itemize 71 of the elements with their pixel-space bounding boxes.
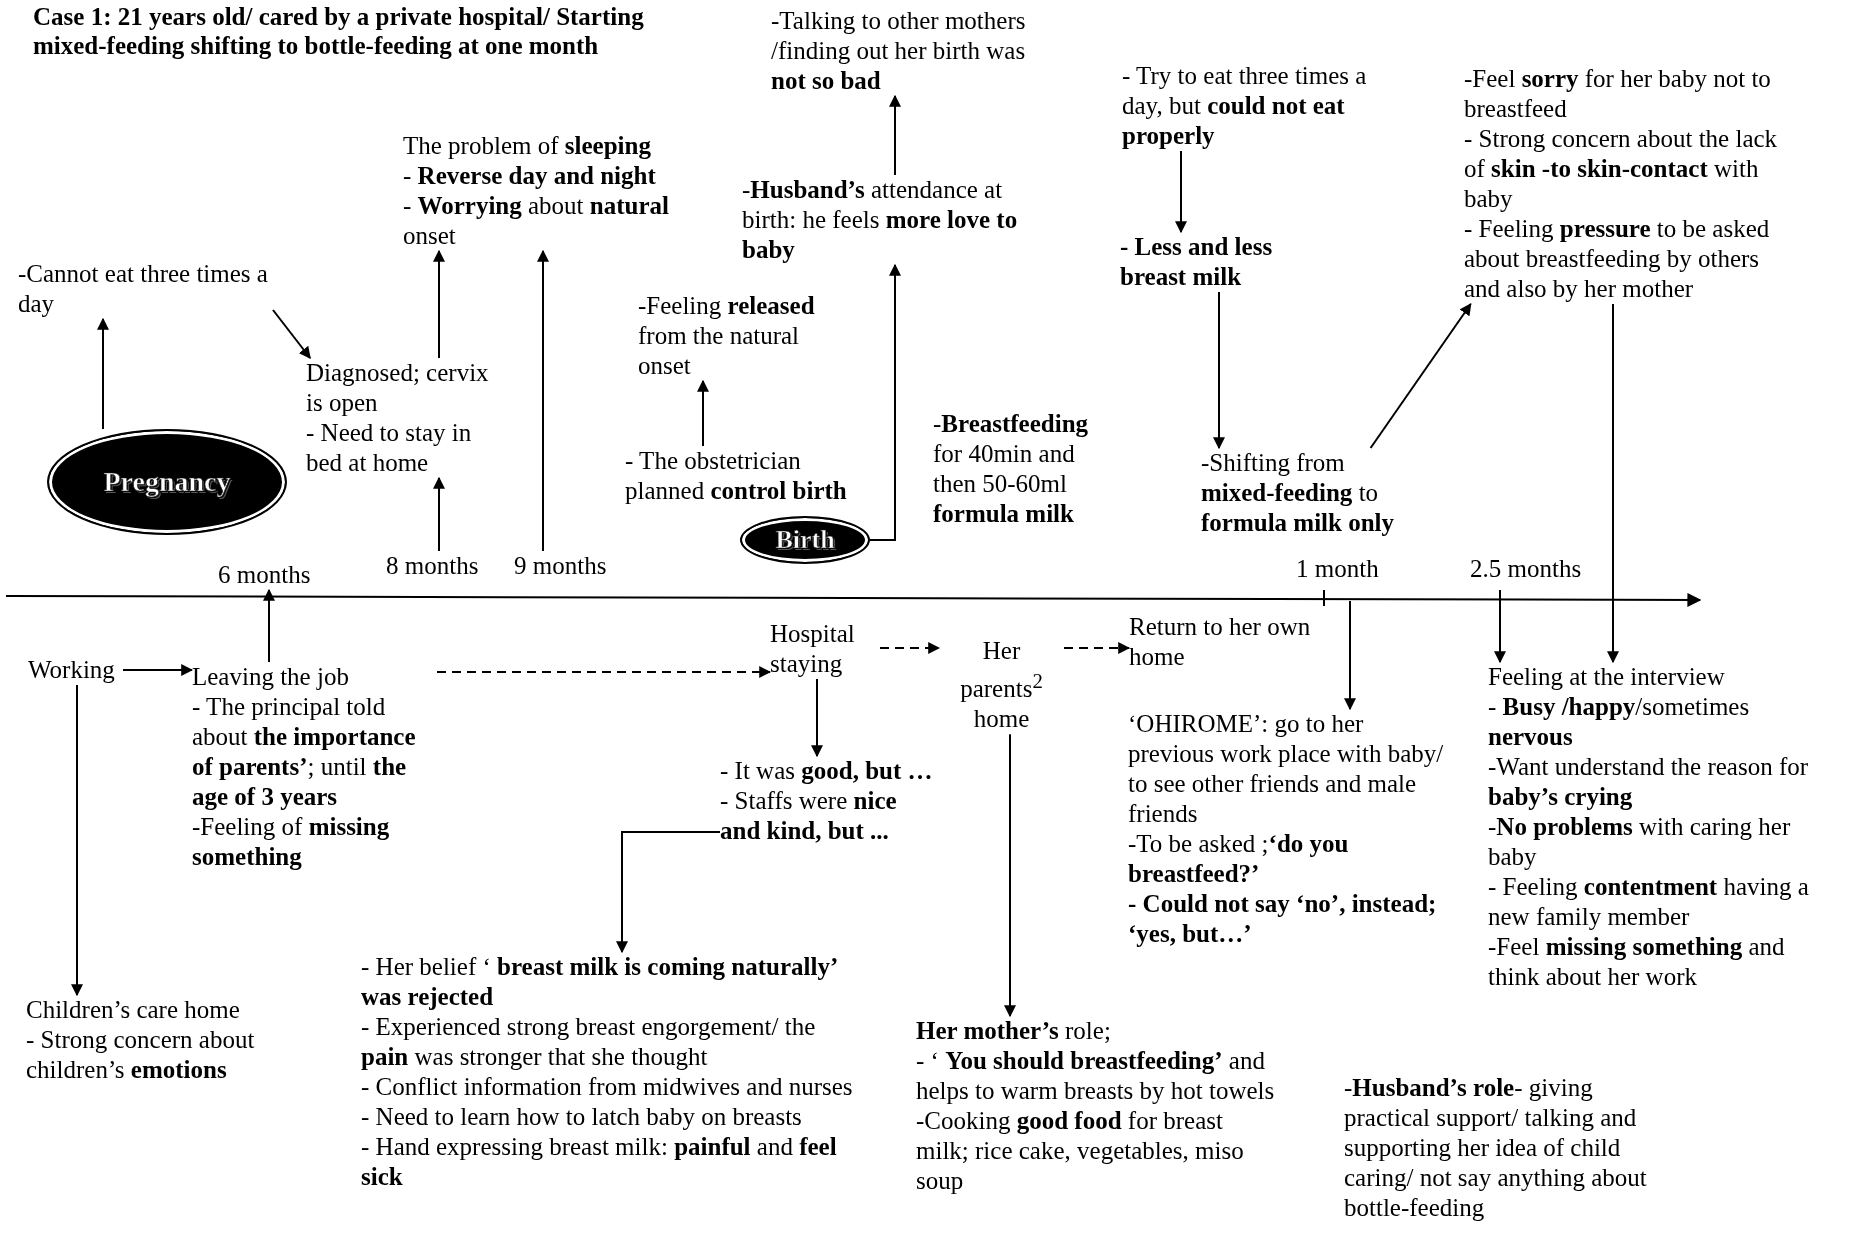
stage-ellipse: Pregnancy xyxy=(47,429,287,535)
arrow xyxy=(1344,600,1356,711)
note-text: -Shifting from mixed-feeding to formula milk only xyxy=(1201,448,1396,538)
arrow xyxy=(272,309,312,359)
arrow xyxy=(1175,150,1187,234)
note-text: - Need to stay in bed at home xyxy=(306,418,473,478)
time-label: 8 months xyxy=(386,551,480,581)
note-text: -Husband’s attendance at birth: he feels more love to baby xyxy=(742,175,1019,265)
note-text: -Breastfeeding for 40min and then 50-60ml formula milk xyxy=(933,409,1090,529)
arrow xyxy=(1213,291,1225,450)
note-text: - Hand expressing breast milk: painful and feel sick xyxy=(361,1132,838,1192)
note-text: - Try to eat three times a day, but could not eat properly xyxy=(1122,61,1368,151)
arrow xyxy=(1607,303,1619,664)
arrow xyxy=(1004,733,1016,1018)
note-text: -Feeling of missing something xyxy=(192,812,391,872)
note-text: - Experienced strong breast engorgement/ the pain was stronger that she thought xyxy=(361,1012,817,1072)
note-text: Children’s care home xyxy=(26,995,241,1025)
note-text: Working xyxy=(28,655,116,685)
time-label: 9 months xyxy=(514,551,608,581)
arrow xyxy=(122,664,194,676)
note-text: The problem of sleeping xyxy=(403,131,652,161)
note-text: - Worrying about natural onset xyxy=(403,191,670,251)
note-text: - The obstetrician planned control birth xyxy=(625,446,848,506)
note-text: - Less and less breast milk xyxy=(1120,232,1274,292)
note-text: - Conflict information from midwives and nurses xyxy=(361,1072,854,1102)
note-text: - Strong concern about children’s emotions xyxy=(26,1025,256,1085)
arrow xyxy=(71,684,83,997)
note-text: - Could not say ‘no’, instead; ‘yes, but…’ xyxy=(1128,889,1438,949)
note-text: Her mother’s role; xyxy=(916,1016,1112,1046)
arrow xyxy=(1494,605,1506,664)
time-label: 6 months xyxy=(218,560,312,590)
note-text: -Cannot eat three times a day xyxy=(18,259,269,319)
note-text: -Feel sorry for her baby not to breastfeed xyxy=(1464,64,1772,124)
note-text: -Husband’s role- giving practical support/ talking and supporting her idea of child caring/ not say anything about bottle-feeding xyxy=(1344,1073,1648,1223)
dashed-arrow xyxy=(879,642,941,654)
arrow xyxy=(97,317,109,430)
dashed-arrow xyxy=(1063,642,1131,654)
diagram-title: Case 1: 21 years old/ cared by a private hospital/ Starting mixed-feeding shifting to bottle-feeding at one month xyxy=(33,2,645,60)
note-text: Return to her own home xyxy=(1129,612,1312,672)
dashed-arrow xyxy=(436,666,772,678)
note-text: Diagnosed; cervix is open xyxy=(306,358,490,418)
stage-ellipse: Birth xyxy=(740,516,870,564)
note-text: -Feeling released from the natural onset xyxy=(638,291,816,381)
note-text: Her parents$^{2}$ home xyxy=(959,636,1044,735)
note-text: -Talking to other mothers /finding out her birth was not so bad xyxy=(771,6,1027,96)
note-text: -To be asked ;‘do you breastfeed?’ xyxy=(1128,829,1350,889)
note-text: - It was good, but … xyxy=(720,756,934,786)
note-text: - Busy /happy/sometimes nervous xyxy=(1488,692,1751,752)
arrow xyxy=(869,263,901,541)
note-text: -Cooking good food for breast milk; rice cake, vegetables, miso soup xyxy=(916,1106,1245,1196)
note-text: - Feeling pressure to be asked about breastfeeding by others and also by her mother xyxy=(1464,214,1771,304)
arrow xyxy=(811,678,823,758)
arrow xyxy=(433,476,445,552)
arrow xyxy=(537,249,549,552)
note-text: Hospital staying xyxy=(770,619,856,679)
time-label: 1 month xyxy=(1296,554,1379,584)
arrow xyxy=(889,94,901,176)
note-text: - Need to learn how to latch baby on breasts xyxy=(361,1102,803,1132)
note-text: -Feel missing something and think about her work xyxy=(1488,932,1786,992)
arrow xyxy=(697,379,709,447)
time-label: 2.5 months xyxy=(1470,554,1582,584)
arrow xyxy=(263,588,275,663)
arrow xyxy=(1369,303,1472,449)
note-text: - Reverse day and night xyxy=(403,161,657,191)
note-text: ‘OHIROME’: go to her previous work place with baby/ to see other friends and male friends xyxy=(1128,709,1445,829)
note-text: Leaving the job xyxy=(192,662,350,692)
arrow xyxy=(616,831,721,954)
arrow xyxy=(433,249,445,359)
note-text: - Her belief ‘ breast milk is coming naturally’ was rejected xyxy=(361,952,838,1012)
note-text: - Staffs were nice and kind, but ... xyxy=(720,786,898,846)
note-text: Feeling at the interview xyxy=(1488,662,1726,692)
